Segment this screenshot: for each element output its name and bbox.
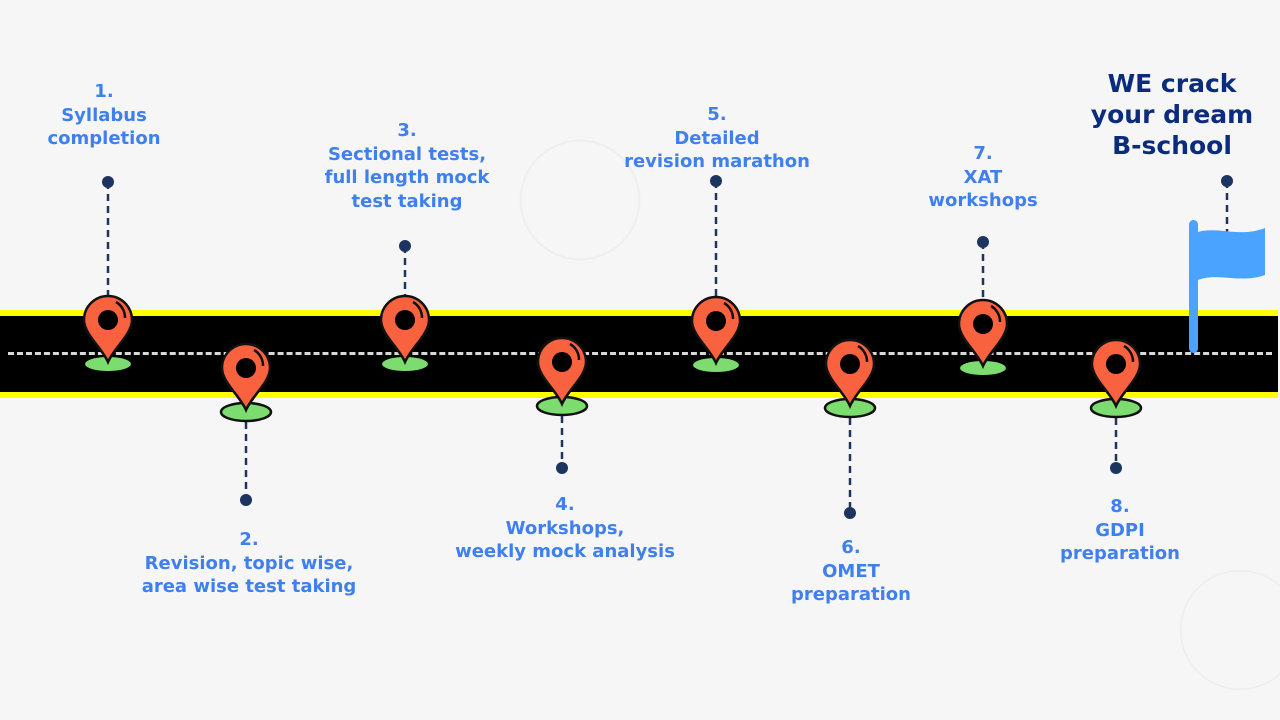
title-line: your dream (1090, 100, 1254, 129)
map-pin-icon (824, 338, 876, 410)
goal-title: WE crack your dream B-school (1091, 68, 1253, 161)
label-line: test taking (351, 190, 463, 212)
label-line: 5. (707, 104, 727, 125)
label-line: area wise test taking (141, 576, 357, 597)
connector-dot (710, 175, 722, 187)
label-line: weekly mock analysis (455, 541, 675, 562)
connector-dot (240, 494, 252, 506)
connector-dot (556, 462, 568, 474)
map-pin-icon (1090, 338, 1142, 410)
milestone-label-4: 4.Workshops,weekly mock analysis (455, 493, 675, 564)
label-line: workshops (928, 190, 1038, 211)
map-pin-icon (379, 294, 431, 366)
map-pin-icon (220, 342, 272, 414)
label-line: 2. (239, 529, 259, 550)
label-line: preparation (1060, 543, 1180, 564)
label-line: Sectional tests, (327, 143, 487, 165)
label-line: 3. (397, 120, 417, 141)
title-line: B-school (1112, 131, 1232, 160)
label-line: 1. (94, 81, 114, 102)
label-line: revision marathon (624, 151, 810, 172)
map-pin-icon (690, 295, 742, 367)
map-pin-icon (957, 298, 1009, 370)
map-pin-icon (82, 294, 134, 366)
milestone-label-2: 2.Revision, topic wise,area wise test ta… (142, 528, 357, 599)
label-line: XAT (963, 166, 1003, 188)
flag-icon (1189, 220, 1265, 353)
label-line: Syllabus (61, 104, 147, 126)
label-line: full length mock (324, 167, 490, 188)
connector-dot (1221, 175, 1233, 187)
label-line: 4. (555, 494, 575, 515)
label-line: Detailed (674, 127, 760, 149)
connector-dot (977, 236, 989, 248)
label-line: 6. (841, 537, 861, 558)
title-line: WE crack (1107, 69, 1237, 98)
map-pin-icon (536, 336, 588, 408)
connector-dot (399, 240, 411, 252)
road-center-line (8, 352, 1272, 355)
label-line: preparation (791, 584, 911, 605)
label-line: Workshops, (505, 517, 625, 539)
label-line: GDPI (1095, 519, 1145, 541)
label-line: 7. (973, 143, 993, 164)
label-line: OMET (822, 560, 880, 582)
label-line: Revision, topic wise, (144, 552, 354, 574)
connector-dot (844, 507, 856, 519)
connector-dot (102, 176, 114, 188)
connector-dot (1110, 462, 1122, 474)
label-line: 8. (1110, 496, 1130, 517)
label-line: completion (47, 128, 161, 149)
